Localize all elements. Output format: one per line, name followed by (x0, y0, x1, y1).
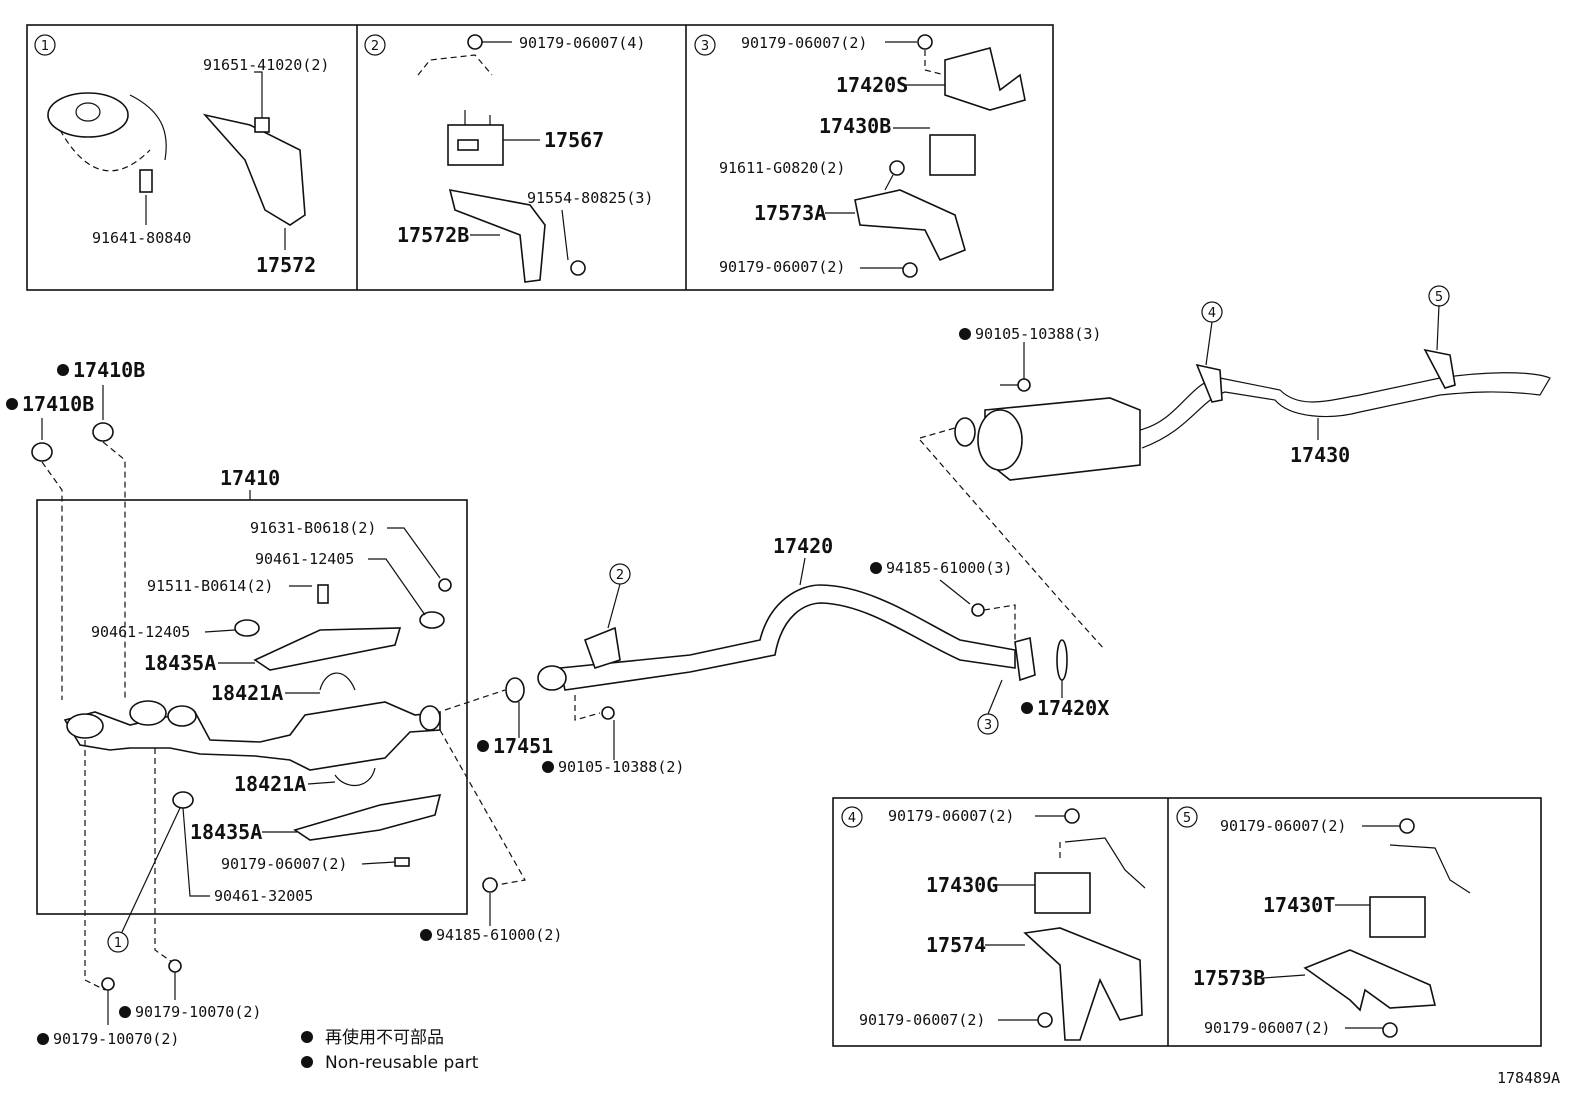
center-pipe-assembly: 2 3 17420 94185-61000(3) 17420X 17451 90… (477, 534, 1109, 776)
inset-5: 5 90179-06007(2) 17430T 17573B 90179-060… (1176, 806, 1471, 1038)
inset-1-number: 1 (41, 39, 49, 54)
inset-3-bolt-label: 91611-G0820(2) (719, 159, 845, 177)
center-nut-label: 94185-61000(3) (886, 559, 1012, 577)
inset-3: 3 90179-06007(2) 17420S 17430B 91611-G08… (694, 34, 1026, 278)
rear-bolt-label: 90105-10388(3) (975, 325, 1101, 343)
inset-1-bolt-top-label: 91651-41020(2) (203, 56, 329, 74)
assembly-nut-label: 90179-06007(2) (221, 855, 347, 873)
bolt-mid-label: 90105-10388(2) (558, 758, 684, 776)
assembly-clamp-1-label: 90461-12405 (255, 550, 354, 568)
inset-3-bracket-label: 17573A (754, 201, 826, 225)
inset-1-bracket-label: 17572 (256, 253, 316, 277)
center-gasket-label: 17420X (1037, 696, 1109, 720)
inset-1: 1 91651-41020(2) 91641-80840 17572 (34, 34, 329, 277)
assembly-band-2-label: 18421A (234, 772, 306, 796)
nut-mid-label: 94185-61000(2) (436, 926, 562, 944)
callout-5: 5 (1435, 290, 1443, 305)
legend: 再使用不可部品 Non-reusable part (301, 1027, 479, 1073)
diagram-id: 178489A (1497, 1069, 1560, 1087)
inset-2-bolt-label: 91554-80825(3) (527, 189, 653, 207)
assembly-bolt-2-label: 91511-B0614(2) (147, 577, 273, 595)
inset-4-bracket-label: 17574 (926, 933, 986, 957)
gasket-mid-label: 17451 (493, 734, 553, 758)
inset-2-mount-label: 17567 (544, 128, 604, 152)
assembly-frame (36, 499, 468, 915)
inset-4-nut-bottom-label: 90179-06007(2) (859, 1011, 985, 1029)
inset-1-bolt-bottom-label: 91641-80840 (92, 229, 191, 247)
inset-2: 2 90179-06007(4) 17567 91554-80825(3) 17… (364, 34, 653, 283)
top-insets-frame (26, 24, 1054, 291)
inset-2-number: 2 (371, 39, 379, 54)
assembly-clamp-2-label: 90461-12405 (91, 623, 190, 641)
tailpipe-assembly: 4 5 90105-10388(3) 17430 (919, 285, 1551, 481)
inset-3-mount-label: 17430B (819, 114, 891, 138)
callout-1: 1 (114, 936, 122, 951)
center-pipe-label: 17420 (773, 534, 833, 558)
assembly-clamp-3-label: 90461-32005 (214, 887, 313, 905)
nut-b-label: 90179-10070(2) (135, 1003, 261, 1021)
inset-2-nut-label: 90179-06007(4) (519, 34, 645, 52)
assembly-heat-2-label: 18435A (190, 820, 262, 844)
nut-a-label: 90179-10070(2) (53, 1030, 179, 1048)
bottom-insets-frame (832, 797, 1542, 1047)
callout-3: 3 (984, 718, 992, 733)
inset-3-nut-bottom-label: 90179-06007(2) (719, 258, 845, 276)
gasket-2-label: 17410B (22, 392, 94, 416)
inset-4: 4 90179-06007(2) 17430G 17574 90179-0600… (841, 806, 1146, 1041)
inset-2-bracket-label: 17572B (397, 223, 469, 247)
inset-5-nut-top-label: 90179-06007(2) (1220, 817, 1346, 835)
inset-4-mount-label: 17430G (926, 873, 998, 897)
assembly-label: 17410 (220, 466, 280, 490)
assembly-band-1-label: 18421A (211, 681, 283, 705)
front-pipe-assembly: 17410B 17410B 17410 (6, 358, 562, 1048)
inset-3-nut-top-label: 90179-06007(2) (741, 34, 867, 52)
inset-4-nut-top-label: 90179-06007(2) (888, 807, 1014, 825)
callout-2: 2 (616, 568, 624, 583)
inset-5-number: 5 (1183, 811, 1191, 826)
tailpipe-label: 17430 (1290, 443, 1350, 467)
inset-5-bracket-label: 17573B (1193, 966, 1265, 990)
inset-3-heat-label: 17420S (836, 73, 908, 97)
assembly-heat-1-label: 18435A (144, 651, 216, 675)
inset-3-number: 3 (701, 39, 709, 54)
inset-4-number: 4 (848, 811, 856, 826)
legend-en: Non-reusable part (325, 1053, 479, 1073)
callout-4: 4 (1208, 306, 1216, 321)
assembly-bolt-1-label: 91631-B0618(2) (250, 519, 376, 537)
inset-5-nut-bottom-label: 90179-06007(2) (1204, 1019, 1330, 1037)
gasket-1-label: 17410B (73, 358, 145, 382)
inset-5-mount-label: 17430T (1263, 893, 1335, 917)
legend-jp: 再使用不可部品 (325, 1027, 444, 1048)
